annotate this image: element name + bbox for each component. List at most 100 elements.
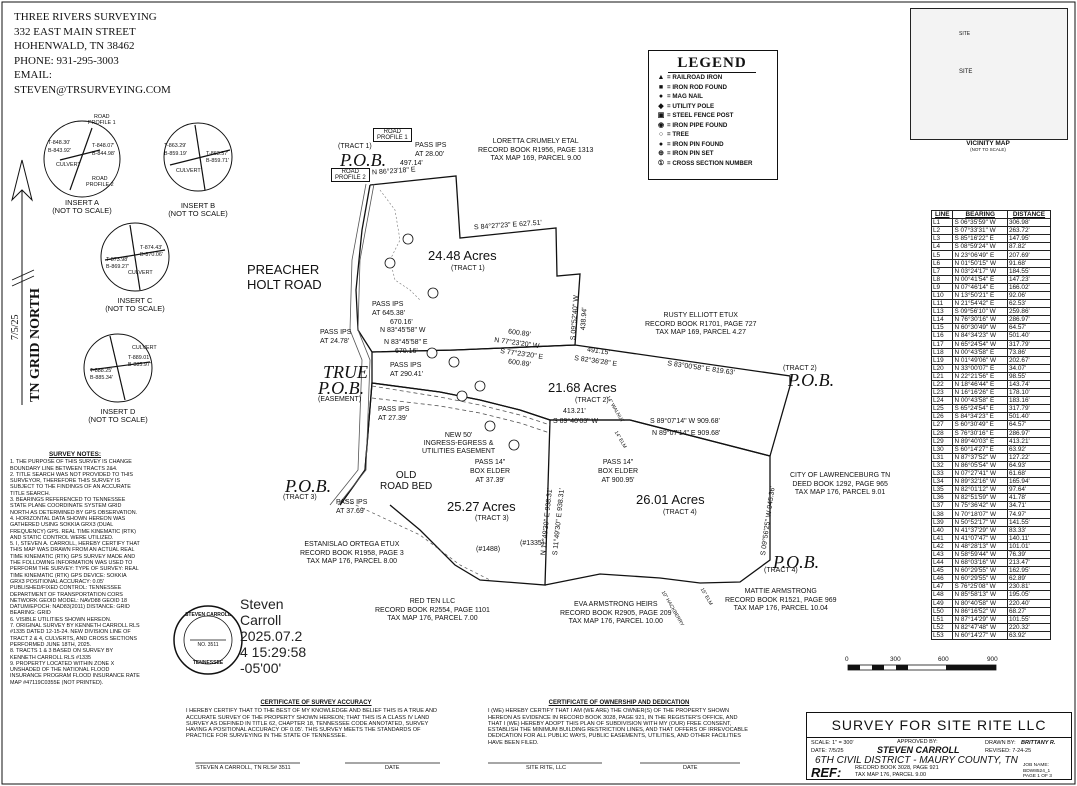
distance-cell: 87.82' [1006, 242, 1052, 252]
line-id-cell: L21 [930, 371, 954, 381]
bearing-cell: N 68°03'16" W [952, 558, 1008, 568]
legend-item: ■= IRON ROD FOUND [649, 83, 777, 93]
distance-cell: 62.89' [1006, 574, 1052, 584]
bearing-cell: N 33°00'07" E [952, 363, 1008, 373]
survey-note: 8. TRACTS 1 & 3 BASED ON SURVEY BY KENNE… [10, 648, 113, 661]
bearing-cell: N 85°58'13" W [952, 590, 1008, 600]
distance-cell: 286.97' [1006, 428, 1052, 438]
insert-d-caption: INSERT D(NOT TO SCALE) [88, 407, 148, 424]
legend-label: = UTILITY POLE [667, 102, 715, 110]
distance-cell: 41.78' [1006, 493, 1052, 503]
distance-cell: 64.93' [1006, 460, 1052, 471]
company-city: HOHENWALD, TN 38462 [14, 40, 135, 52]
line-id-cell: L53 [930, 630, 954, 640]
pob-tract1: P.O.B. [340, 150, 387, 170]
bearing-label: N 83°45'58" W [380, 327, 426, 334]
company-header: THREE RIVERS SURVEYING 332 EAST MAIN STR… [14, 10, 171, 97]
bearing-cell: N 16°16'26" E [952, 388, 1008, 398]
line-id-cell: L11 [930, 299, 954, 309]
distance-cell: 34.07' [1006, 363, 1052, 373]
cert-ownership-signer: SITE RITE, LLC [526, 765, 567, 771]
bearing-label: N 83°45'58" E [384, 339, 428, 346]
line-id-cell: L1 [930, 218, 954, 228]
legend-list: ▲= RAILROAD IRON■= IRON ROD FOUND●= MAG … [649, 73, 777, 168]
bearing-cell: N 65°24'54" W [952, 339, 1008, 349]
line-id-cell: L6 [930, 258, 954, 268]
distance-cell: 74.97' [1006, 509, 1052, 519]
tract4-label: (TRACT 4) [663, 509, 697, 516]
bearing-cell: S 60°14'27" E [952, 444, 1008, 454]
bearing-cell: N 75°36'42" W [952, 501, 1008, 511]
distance-cell: 92.06' [1006, 290, 1052, 301]
line-id-cell: L17 [930, 339, 954, 349]
cert-ownership-title: CERTIFICATE OF OWNERSHIP AND DEDICATION [548, 700, 690, 706]
cross-section-markers [384, 233, 520, 451]
line-id-cell: L24 [930, 396, 954, 406]
legend-label: = TREE [667, 131, 689, 138]
line-id-cell: L22 [930, 379, 954, 390]
survey-note: 4. HORIZONTAL DATA SHOWN HEREON WAS GATH… [10, 515, 136, 541]
distance-cell: 263.72' [1006, 226, 1052, 236]
utility-pole-icon: ◆ [658, 102, 664, 110]
legend-item: ①= CROSS SECTION NUMBER [649, 159, 777, 169]
bearing-cell: N 82°01'12" W [952, 485, 1008, 495]
bearing-cell: N 58°59'44" W [952, 549, 1008, 560]
insert-b-culvert: CULVERT [176, 168, 201, 174]
distance-cell: 178.10' [1006, 388, 1052, 398]
bearing-cell: S 06°35'59" W [952, 218, 1008, 228]
legend-label: = RAILROAD IRON [667, 74, 723, 81]
line-id-cell: L52 [930, 622, 954, 632]
scale-tick-label: 0 [845, 656, 849, 663]
survey-note: 7. ORIGINAL SURVEY BY KENNETH CARROLL RL… [10, 623, 140, 648]
tract3-label: (TRACT 3) [475, 515, 509, 522]
fence-post-icon: ▣ [657, 112, 665, 119]
rls-number: (#1335) [520, 540, 545, 547]
bearing-cell: N 60°14'27" W [952, 630, 1008, 640]
line-id-cell: L38 [930, 509, 954, 519]
company-email[interactable]: STEVEN@TRSURVEYING.COM [14, 83, 171, 96]
square-icon: ■ [658, 83, 664, 91]
cert-accuracy-title: CERTIFICATE OF SURVEY ACCURACY [260, 700, 372, 706]
insert-d-value: T-889.01' [128, 355, 151, 361]
seal-state: TENNESSEE [192, 660, 224, 666]
legend-item: ⊕= IRON PIN SET [649, 149, 777, 159]
vicinity-map-title: VICINITY MAP [966, 140, 1010, 147]
title-block-revised: REVISED: 7-24-25 [985, 748, 1032, 754]
true-pob-sub: (EASEMENT) [318, 396, 362, 403]
distance-cell: 413.21' [1006, 436, 1052, 446]
distance-cell: 230.81' [1006, 582, 1052, 592]
line-id-cell: L27 [930, 420, 954, 430]
distance-cell: 101.55' [1006, 614, 1052, 624]
distance-cell: 73.86' [1006, 347, 1052, 357]
distance-cell: 34.71' [1006, 501, 1052, 511]
insert-b-value: T-863.29' [164, 143, 187, 149]
bearing-cell: N 41°07'47" W [952, 533, 1008, 543]
distance-cell: 68.27' [1006, 606, 1052, 616]
distance-cell: 166.02' [1006, 282, 1052, 292]
distance-cell: 183.16' [1006, 396, 1052, 406]
line-id-cell: L28 [930, 428, 954, 438]
